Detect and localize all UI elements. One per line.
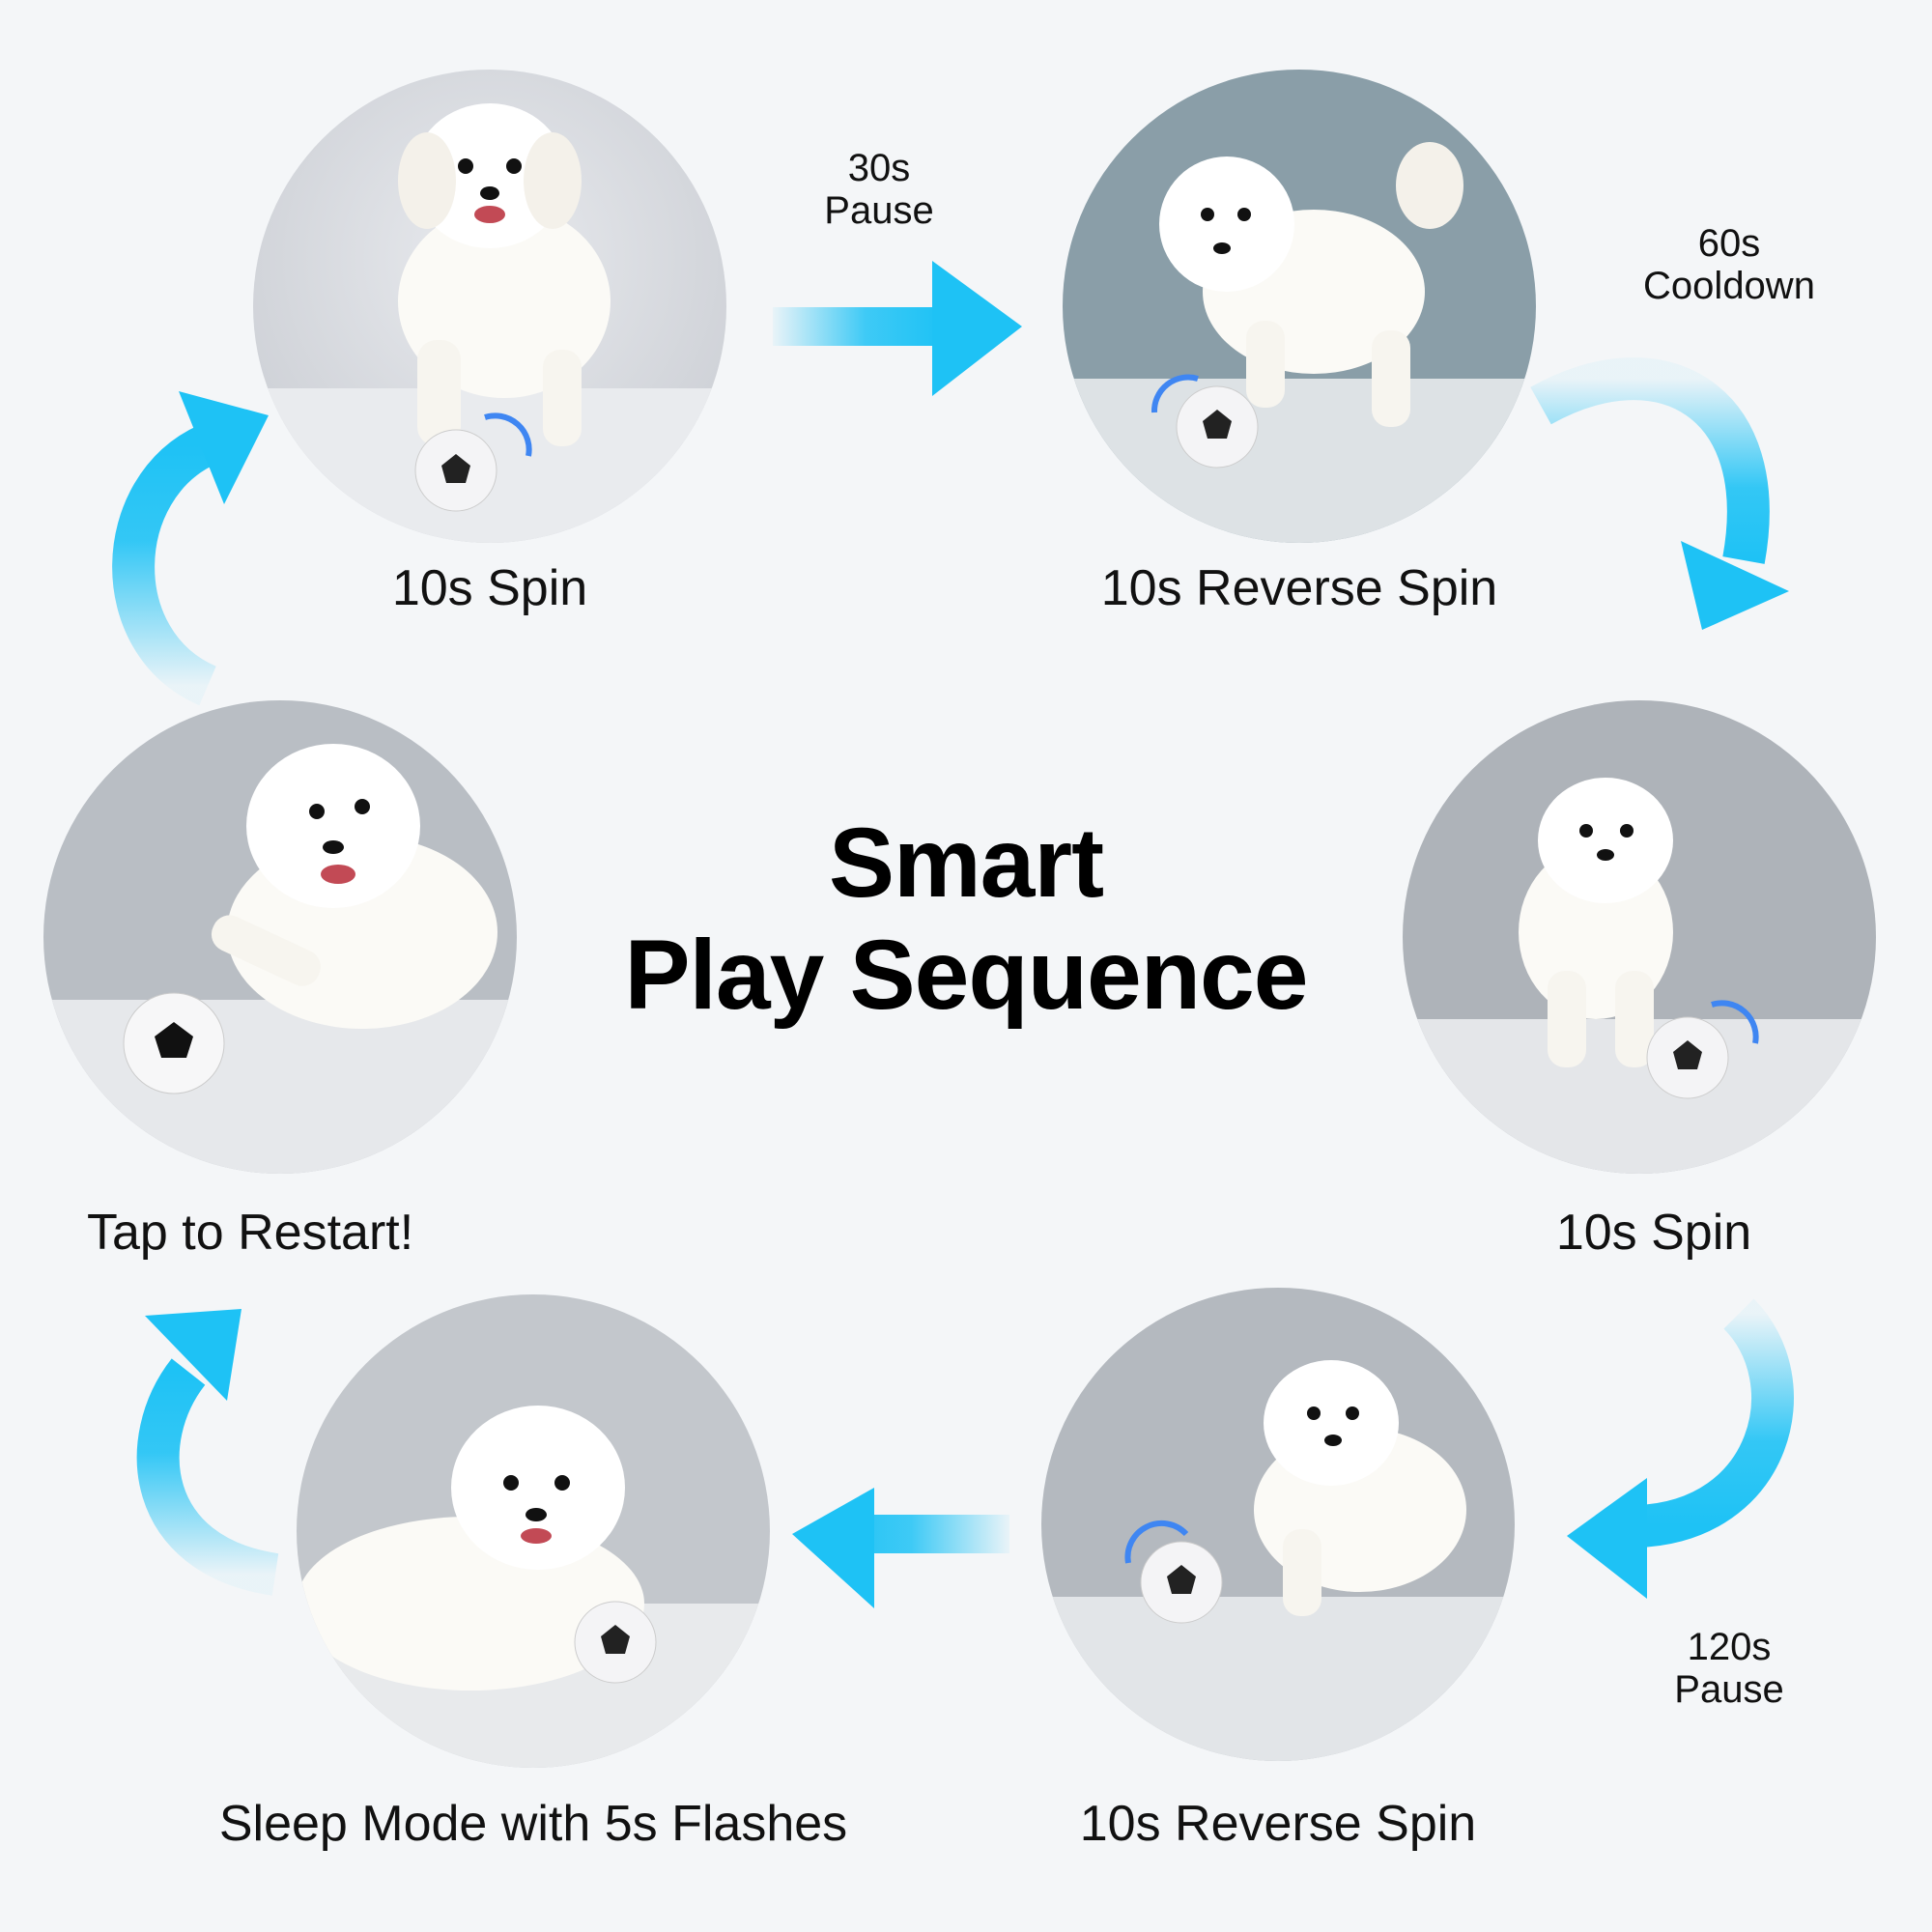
step5-label: Sleep Mode with 5s Flashes <box>218 1796 848 1852</box>
step3-photo <box>1403 700 1876 1174</box>
arrow-step4-to-step5 <box>792 1488 1009 1608</box>
step4-photo <box>1041 1288 1515 1761</box>
pause-120-text: Pause <box>1674 1668 1784 1711</box>
cooldown-60-label: 60s Cooldown <box>1604 222 1855 307</box>
step3-label: 10s Spin <box>1555 1205 1752 1261</box>
title-line1: Smart <box>828 808 1104 918</box>
pause-120-label: 120s Pause <box>1633 1626 1826 1711</box>
arrow-step2-to-step3 <box>1530 357 1789 630</box>
step1-label: 10s Spin <box>391 560 588 616</box>
pause-30-value: 30s <box>847 147 911 189</box>
arrow-step3-to-step4 <box>1567 1298 1794 1599</box>
arrow-step5-to-step6 <box>136 1309 279 1596</box>
step2-photo <box>1063 70 1536 543</box>
cooldown-60-text: Cooldown <box>1643 265 1815 307</box>
step4-label: 10s Reverse Spin <box>1079 1796 1477 1852</box>
pause-120-value: 120s <box>1687 1626 1772 1668</box>
dog-with-ball-image <box>297 1294 770 1768</box>
arrow-step6-to-step1 <box>112 391 269 706</box>
dog-with-ball-image <box>1403 700 1876 1174</box>
step1-photo <box>253 70 726 543</box>
title-line2: Play Sequence <box>624 920 1308 1030</box>
pause-30-text: Pause <box>824 189 934 232</box>
step2-label: 10s Reverse Spin <box>1100 560 1498 616</box>
step5-photo <box>297 1294 770 1768</box>
dog-with-ball-image <box>1063 70 1536 543</box>
dog-with-ball-image <box>253 70 726 543</box>
step6-label: Tap to Restart! <box>87 1205 414 1261</box>
dog-with-ball-image <box>1041 1288 1515 1761</box>
pause-30-label: 30s Pause <box>782 147 976 232</box>
arrow-step1-to-step2 <box>773 261 1022 396</box>
cooldown-60-value: 60s <box>1697 222 1761 265</box>
